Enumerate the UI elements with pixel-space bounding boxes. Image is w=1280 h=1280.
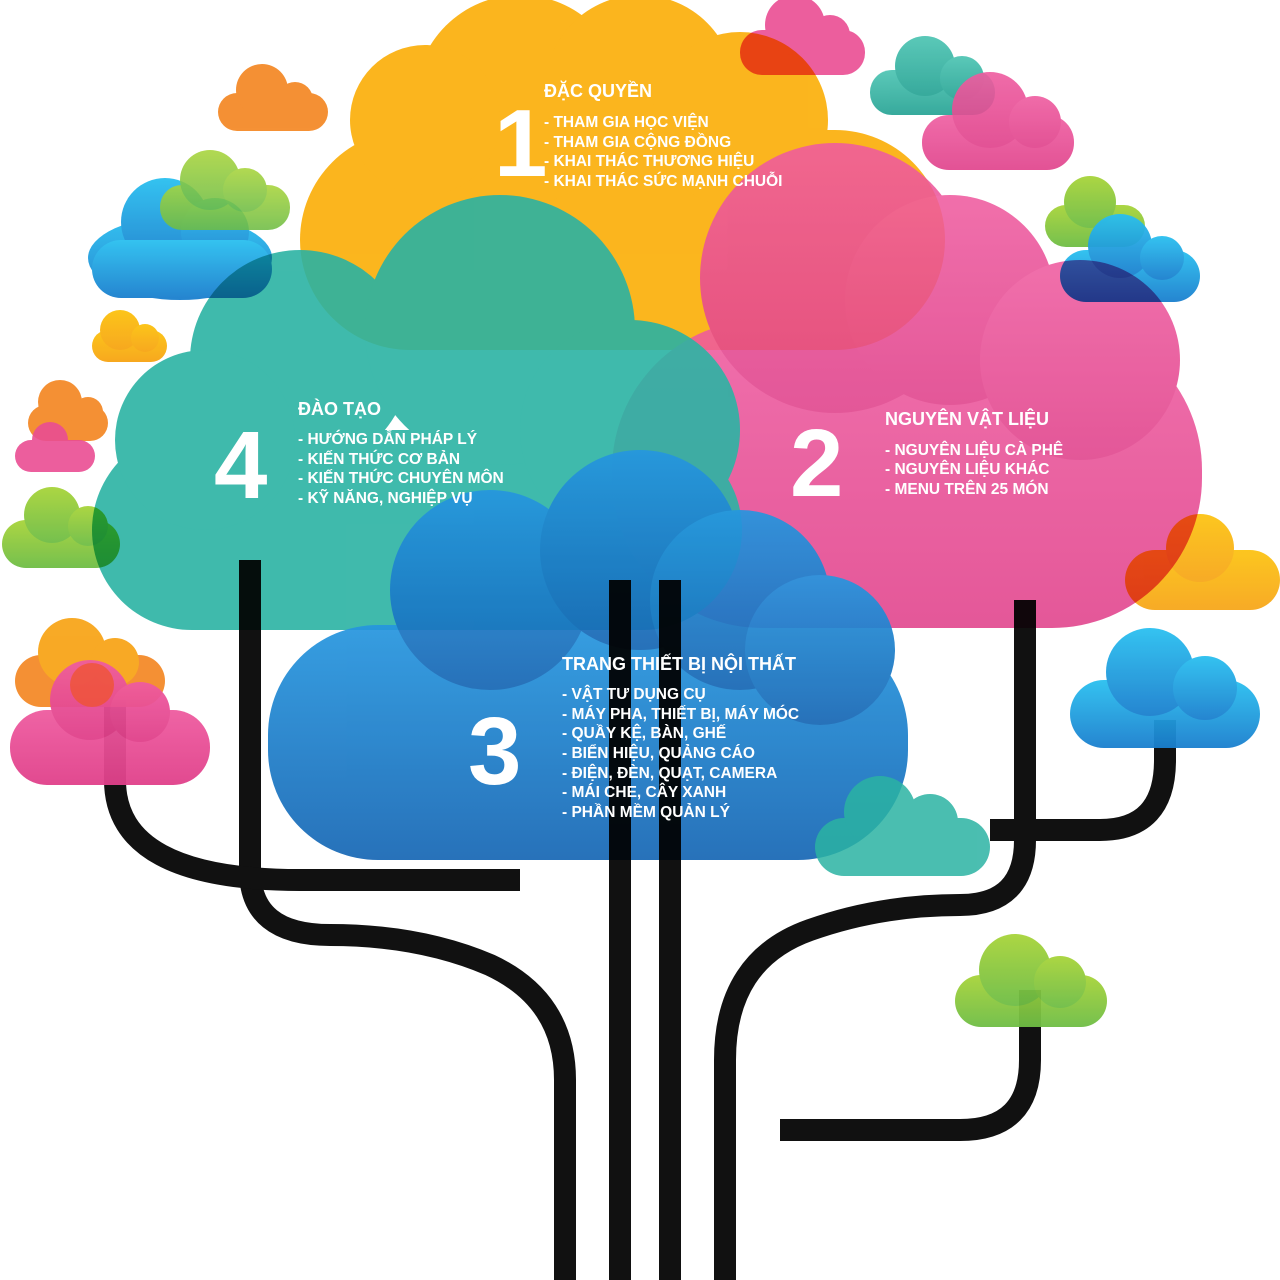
list-item: - KIẾN THỨC CHUYÊN MÔN (298, 469, 504, 487)
cloud-icon (10, 660, 210, 785)
section-title: TRANG THIẾT BỊ NỘI THẤT (562, 653, 796, 674)
cloud-section-2 (612, 143, 1202, 628)
cloud-icon (955, 934, 1107, 1027)
list-item: - KỸ NĂNG, NGHIỆP VỤ (298, 489, 473, 507)
list-item: - THAM GIA CỘNG ĐỒNG (544, 133, 731, 151)
cloud-icon (160, 150, 290, 230)
list-item: - KHAI THÁC SỨC MẠNH CHUỖI (544, 172, 782, 190)
section-4: 4 ĐÀO TẠO - HƯỚNG DẪN PHÁP LÝ - KIẾN THỨ… (214, 398, 504, 519)
list-item: - VẬT TƯ DỤNG CỤ (562, 685, 706, 703)
cloud-icon (92, 310, 167, 362)
list-item: - KIẾN THỨC CƠ BẢN (298, 450, 460, 468)
list-item: - PHẦN MỀM QUẢN LÝ (562, 803, 731, 821)
section-number: 3 (468, 698, 521, 805)
list-item: - NGUYÊN LIỆU KHÁC (885, 460, 1049, 478)
tree-trunk (104, 560, 1176, 1280)
cloud-icon (1070, 628, 1260, 748)
cloud-icon (922, 72, 1074, 170)
cloud-icon (15, 422, 95, 472)
list-item: - MÁY PHA, THIẾT BỊ, MÁY MÓC (562, 705, 799, 723)
section-title: ĐÀO TẠO (298, 398, 381, 419)
section-3: 3 TRANG THIẾT BỊ NỘI THẤT - VẬT TƯ DỤNG … (468, 653, 799, 821)
main-clouds (92, 0, 1202, 860)
section-number: 4 (214, 412, 267, 519)
cloud-icon (218, 64, 328, 131)
list-item: - QUẦY KỆ, BÀN, GHẾ (562, 724, 726, 742)
list-item: - THAM GIA HỌC VIỆN (544, 113, 709, 131)
cloud-section-3 (268, 450, 908, 860)
section-2: 2 NGUYÊN VẬT LIỆU - NGUYÊN LIỆU CÀ PHÊ -… (790, 408, 1063, 517)
section-title: NGUYÊN VẬT LIỆU (885, 408, 1049, 429)
list-item: - MENU TRÊN 25 MÓN (885, 480, 1049, 498)
list-item: - KHAI THÁC THƯƠNG HIỆU (544, 152, 754, 170)
section-1: 1 ĐẶC QUYỀN - THAM GIA HỌC VIỆN - THAM G… (494, 80, 782, 197)
list-item: - HƯỚNG DẪN PHÁP LÝ (298, 430, 478, 448)
section-number: 2 (790, 410, 843, 517)
list-item: - ĐIỆN, ĐÈN, QUẠT, CAMERA (562, 764, 777, 782)
section-number: 1 (494, 90, 547, 197)
cloud-icon (815, 776, 990, 876)
list-item: - MÁI CHE, CÂY XANH (562, 783, 726, 801)
cloud-icon (870, 36, 995, 115)
list-item: - NGUYÊN LIỆU CÀ PHÊ (885, 441, 1063, 459)
cloud-icon (28, 380, 108, 441)
list-item: - BIỂN HIỆU, QUẢNG CÁO (562, 744, 755, 762)
section-title: ĐẶC QUYỀN (544, 80, 652, 101)
